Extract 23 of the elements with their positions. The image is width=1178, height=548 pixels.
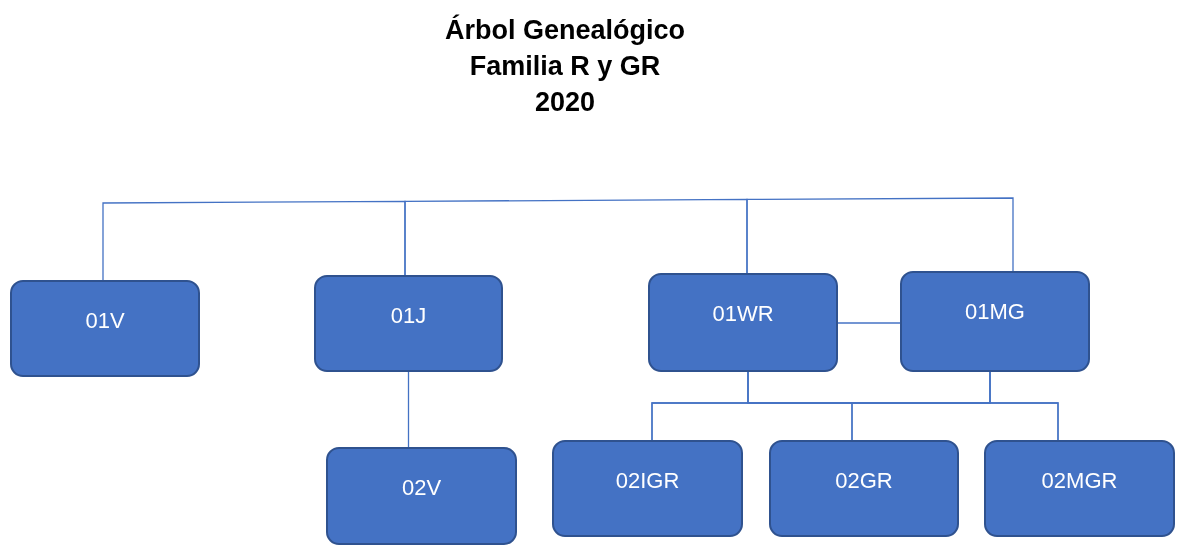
person-box <box>648 273 838 372</box>
person-label: 02MGR <box>1040 468 1119 494</box>
person-label: 02IGR <box>614 468 681 494</box>
person-box <box>984 440 1175 537</box>
connector-line <box>837 322 901 324</box>
person-label: 01J <box>389 303 428 329</box>
person-box <box>552 440 743 537</box>
connector-line <box>404 198 748 276</box>
person-label: 01V <box>84 308 126 334</box>
connector-line <box>989 371 1059 441</box>
person-label: 02GR <box>834 468 894 494</box>
connector-line <box>407 371 410 448</box>
person-label: 02V <box>400 475 443 501</box>
connector-line <box>746 197 1014 274</box>
person-box <box>10 280 200 377</box>
person-box <box>769 440 959 537</box>
person-box <box>900 271 1090 372</box>
connector-line <box>102 200 406 281</box>
person-label: 01WR <box>711 301 775 327</box>
person-box <box>314 275 503 372</box>
diagram-title: Árbol Genealógico Familia R y GR 2020 <box>443 13 686 119</box>
person-box <box>326 447 517 545</box>
person-label: 01MG <box>964 299 1026 325</box>
